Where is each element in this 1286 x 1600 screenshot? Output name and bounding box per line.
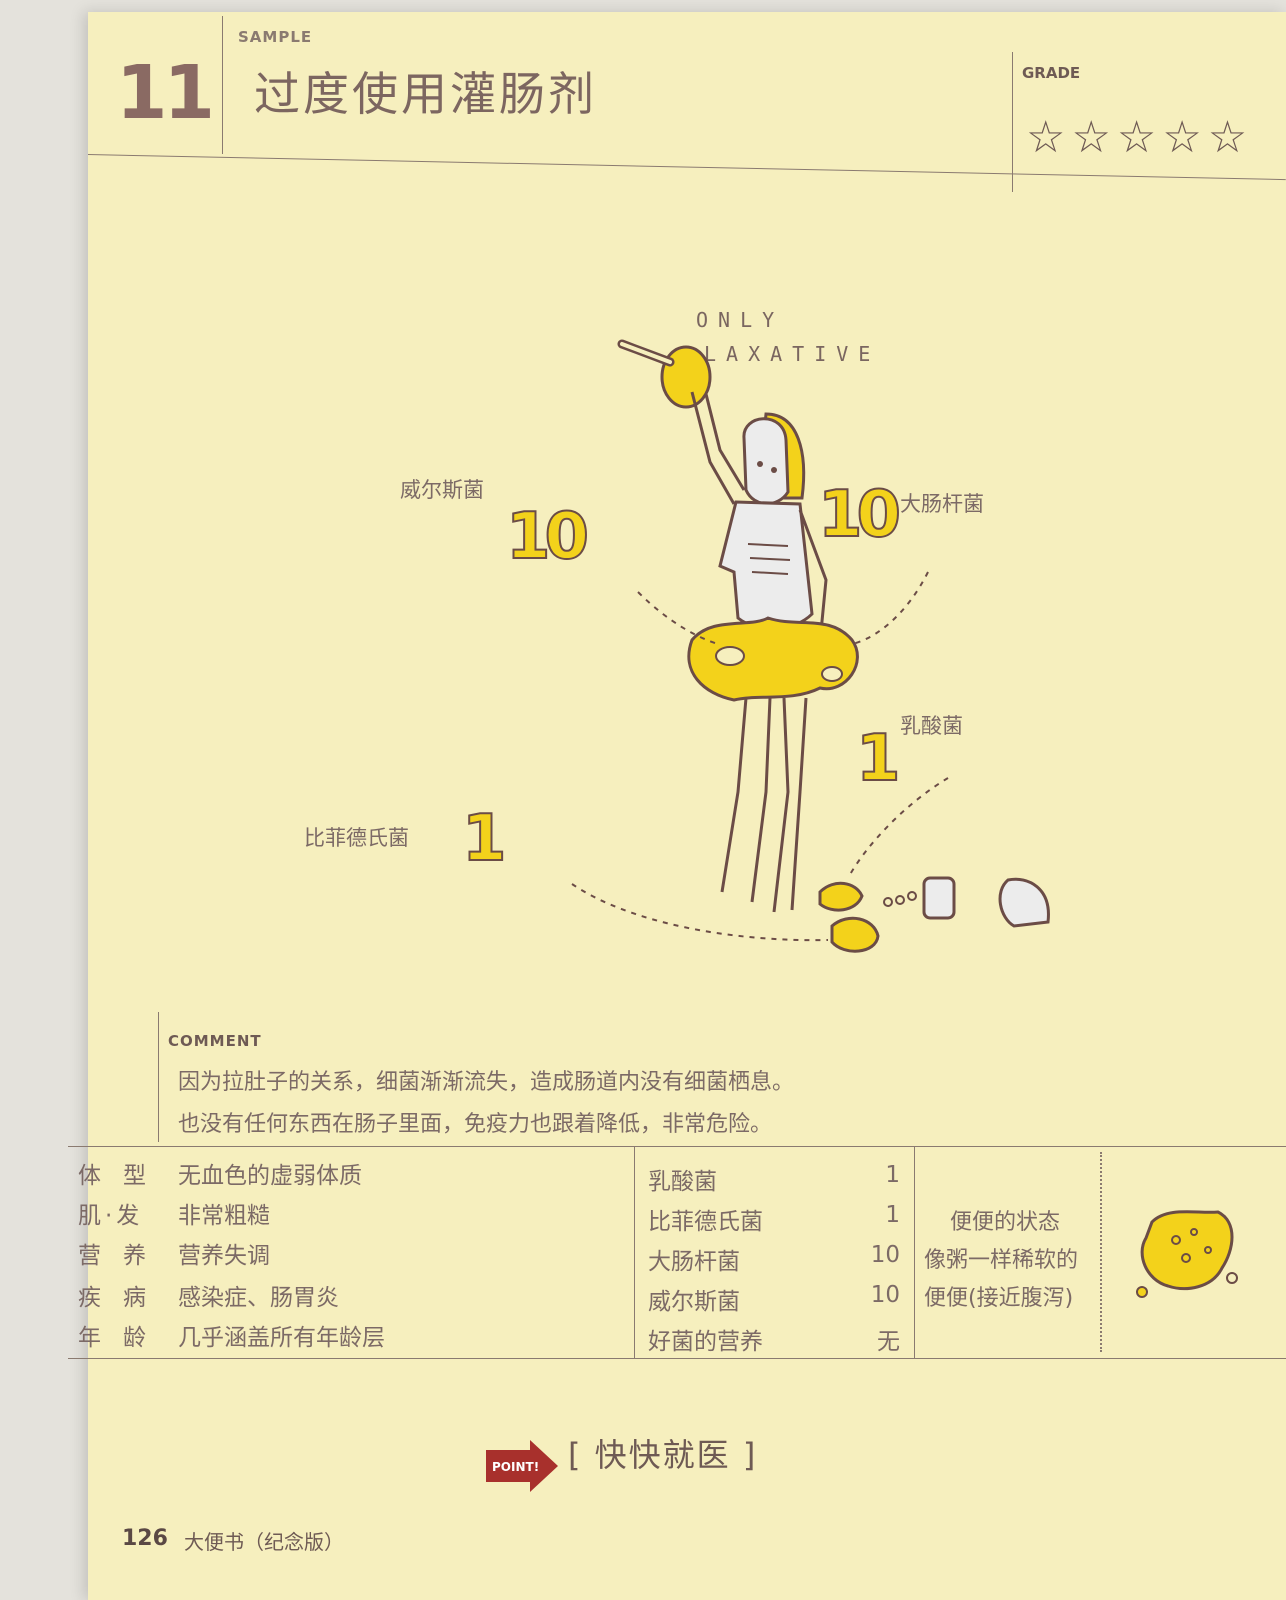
- table-divider-3: [1100, 1152, 1102, 1352]
- stool-icon: [1136, 1210, 1238, 1298]
- profile-row: 年龄几乎涵盖所有年龄层: [78, 1325, 385, 1351]
- profile-row: 营养营养失调: [78, 1243, 270, 1269]
- comment-line-2: 也没有任何东西在肠子里面，免疫力也跟着降低，非常危险。: [178, 1112, 773, 1137]
- profile-row: 体型无血色的虚弱体质: [78, 1163, 362, 1189]
- table-bottom-rule: [68, 1358, 1286, 1359]
- sample-label: SAMPLE: [238, 28, 313, 46]
- label-bifidobacterium: 比菲德氏菌: [304, 826, 409, 850]
- page-title: 过度使用灌肠剂: [254, 67, 597, 121]
- count-lactobacillus: 1: [855, 721, 901, 797]
- point-text: [ 快快就医 ]: [568, 1436, 758, 1474]
- label-welchii: 威尔斯菌: [400, 478, 484, 502]
- table-divider-1: [634, 1146, 635, 1358]
- header-divider: [222, 16, 223, 154]
- page-number: 126: [122, 1526, 168, 1551]
- count-bifidobacterium: 1: [461, 801, 507, 877]
- grade-label: GRADE: [1022, 64, 1081, 82]
- grade-stars: ☆☆☆☆☆: [1026, 112, 1254, 163]
- comment-label: COMMENT: [168, 1032, 262, 1050]
- comment-line-1: 因为拉肚子的关系，细菌渐渐流失，造成肠道内没有细菌栖息。: [178, 1070, 795, 1095]
- sample-number: 11: [116, 50, 215, 136]
- count-welchii: 10: [505, 499, 590, 575]
- grade-divider: [1012, 52, 1013, 192]
- label-lactobacillus: 乳酸菌: [900, 714, 963, 738]
- fleeing-bacteria-icon: [818, 876, 1050, 953]
- book-title: 大便书（纪念版）: [184, 1530, 344, 1554]
- book-page: 11 SAMPLE 过度使用灌肠剂 GRADE ☆☆☆☆☆ ONLY LAXAT…: [68, 12, 1286, 1600]
- comment-divider: [158, 1012, 159, 1142]
- caption-only: ONLY: [696, 308, 785, 332]
- caption-laxative: LAXATIVE: [704, 342, 881, 366]
- illustration: [571, 339, 1050, 953]
- point-arrow-icon: POINT!: [486, 1440, 558, 1492]
- count-ecoli: 10: [817, 477, 902, 553]
- stool-line-1: 像粥一样稀软的: [924, 1248, 1079, 1273]
- stool-title: 便便的状态: [950, 1210, 1061, 1235]
- stool-line-2: 便便(接近腹泻): [924, 1286, 1074, 1311]
- profile-row: 肌·发非常粗糙: [78, 1203, 270, 1229]
- point-tag-label: POINT!: [492, 1460, 539, 1474]
- table-top-rule: [68, 1146, 1286, 1147]
- enema-bulb-icon: [617, 339, 712, 409]
- bacteria-row: 好菌的营养无: [648, 1329, 900, 1355]
- label-ecoli: 大肠杆菌: [900, 492, 984, 516]
- profile-row: 疾病感染症、肠胃炎: [78, 1285, 339, 1311]
- table-divider-2: [914, 1146, 915, 1358]
